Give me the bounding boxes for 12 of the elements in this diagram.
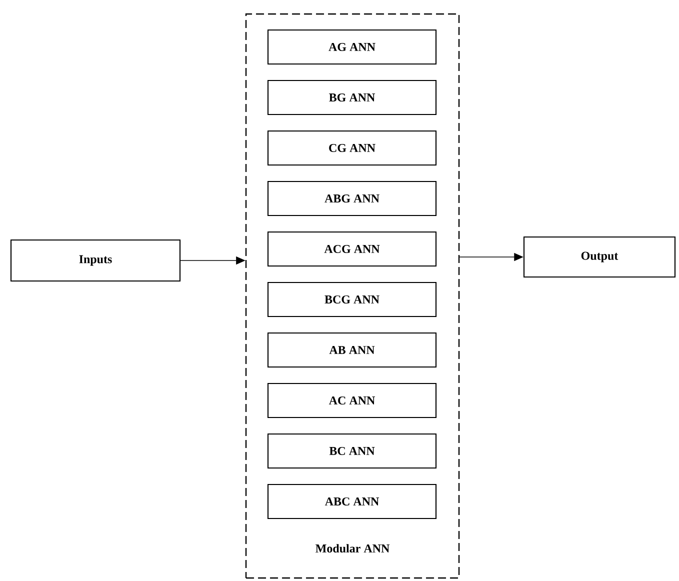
process-box: Inputs: [10, 239, 181, 282]
process-box: BCG ANN: [267, 282, 437, 318]
process-box: CG ANN: [267, 130, 437, 166]
process-box: AB ANN: [267, 332, 437, 368]
process-box: ABG ANN: [267, 180, 437, 216]
process-box: AG ANN: [267, 29, 437, 65]
process-box: ABC ANN: [267, 484, 437, 520]
process-box: BC ANN: [267, 433, 437, 469]
process-box: Output: [523, 236, 676, 278]
process-box: AC ANN: [267, 382, 437, 418]
process-box: BG ANN: [267, 80, 437, 116]
process-box: ACG ANN: [267, 231, 437, 267]
